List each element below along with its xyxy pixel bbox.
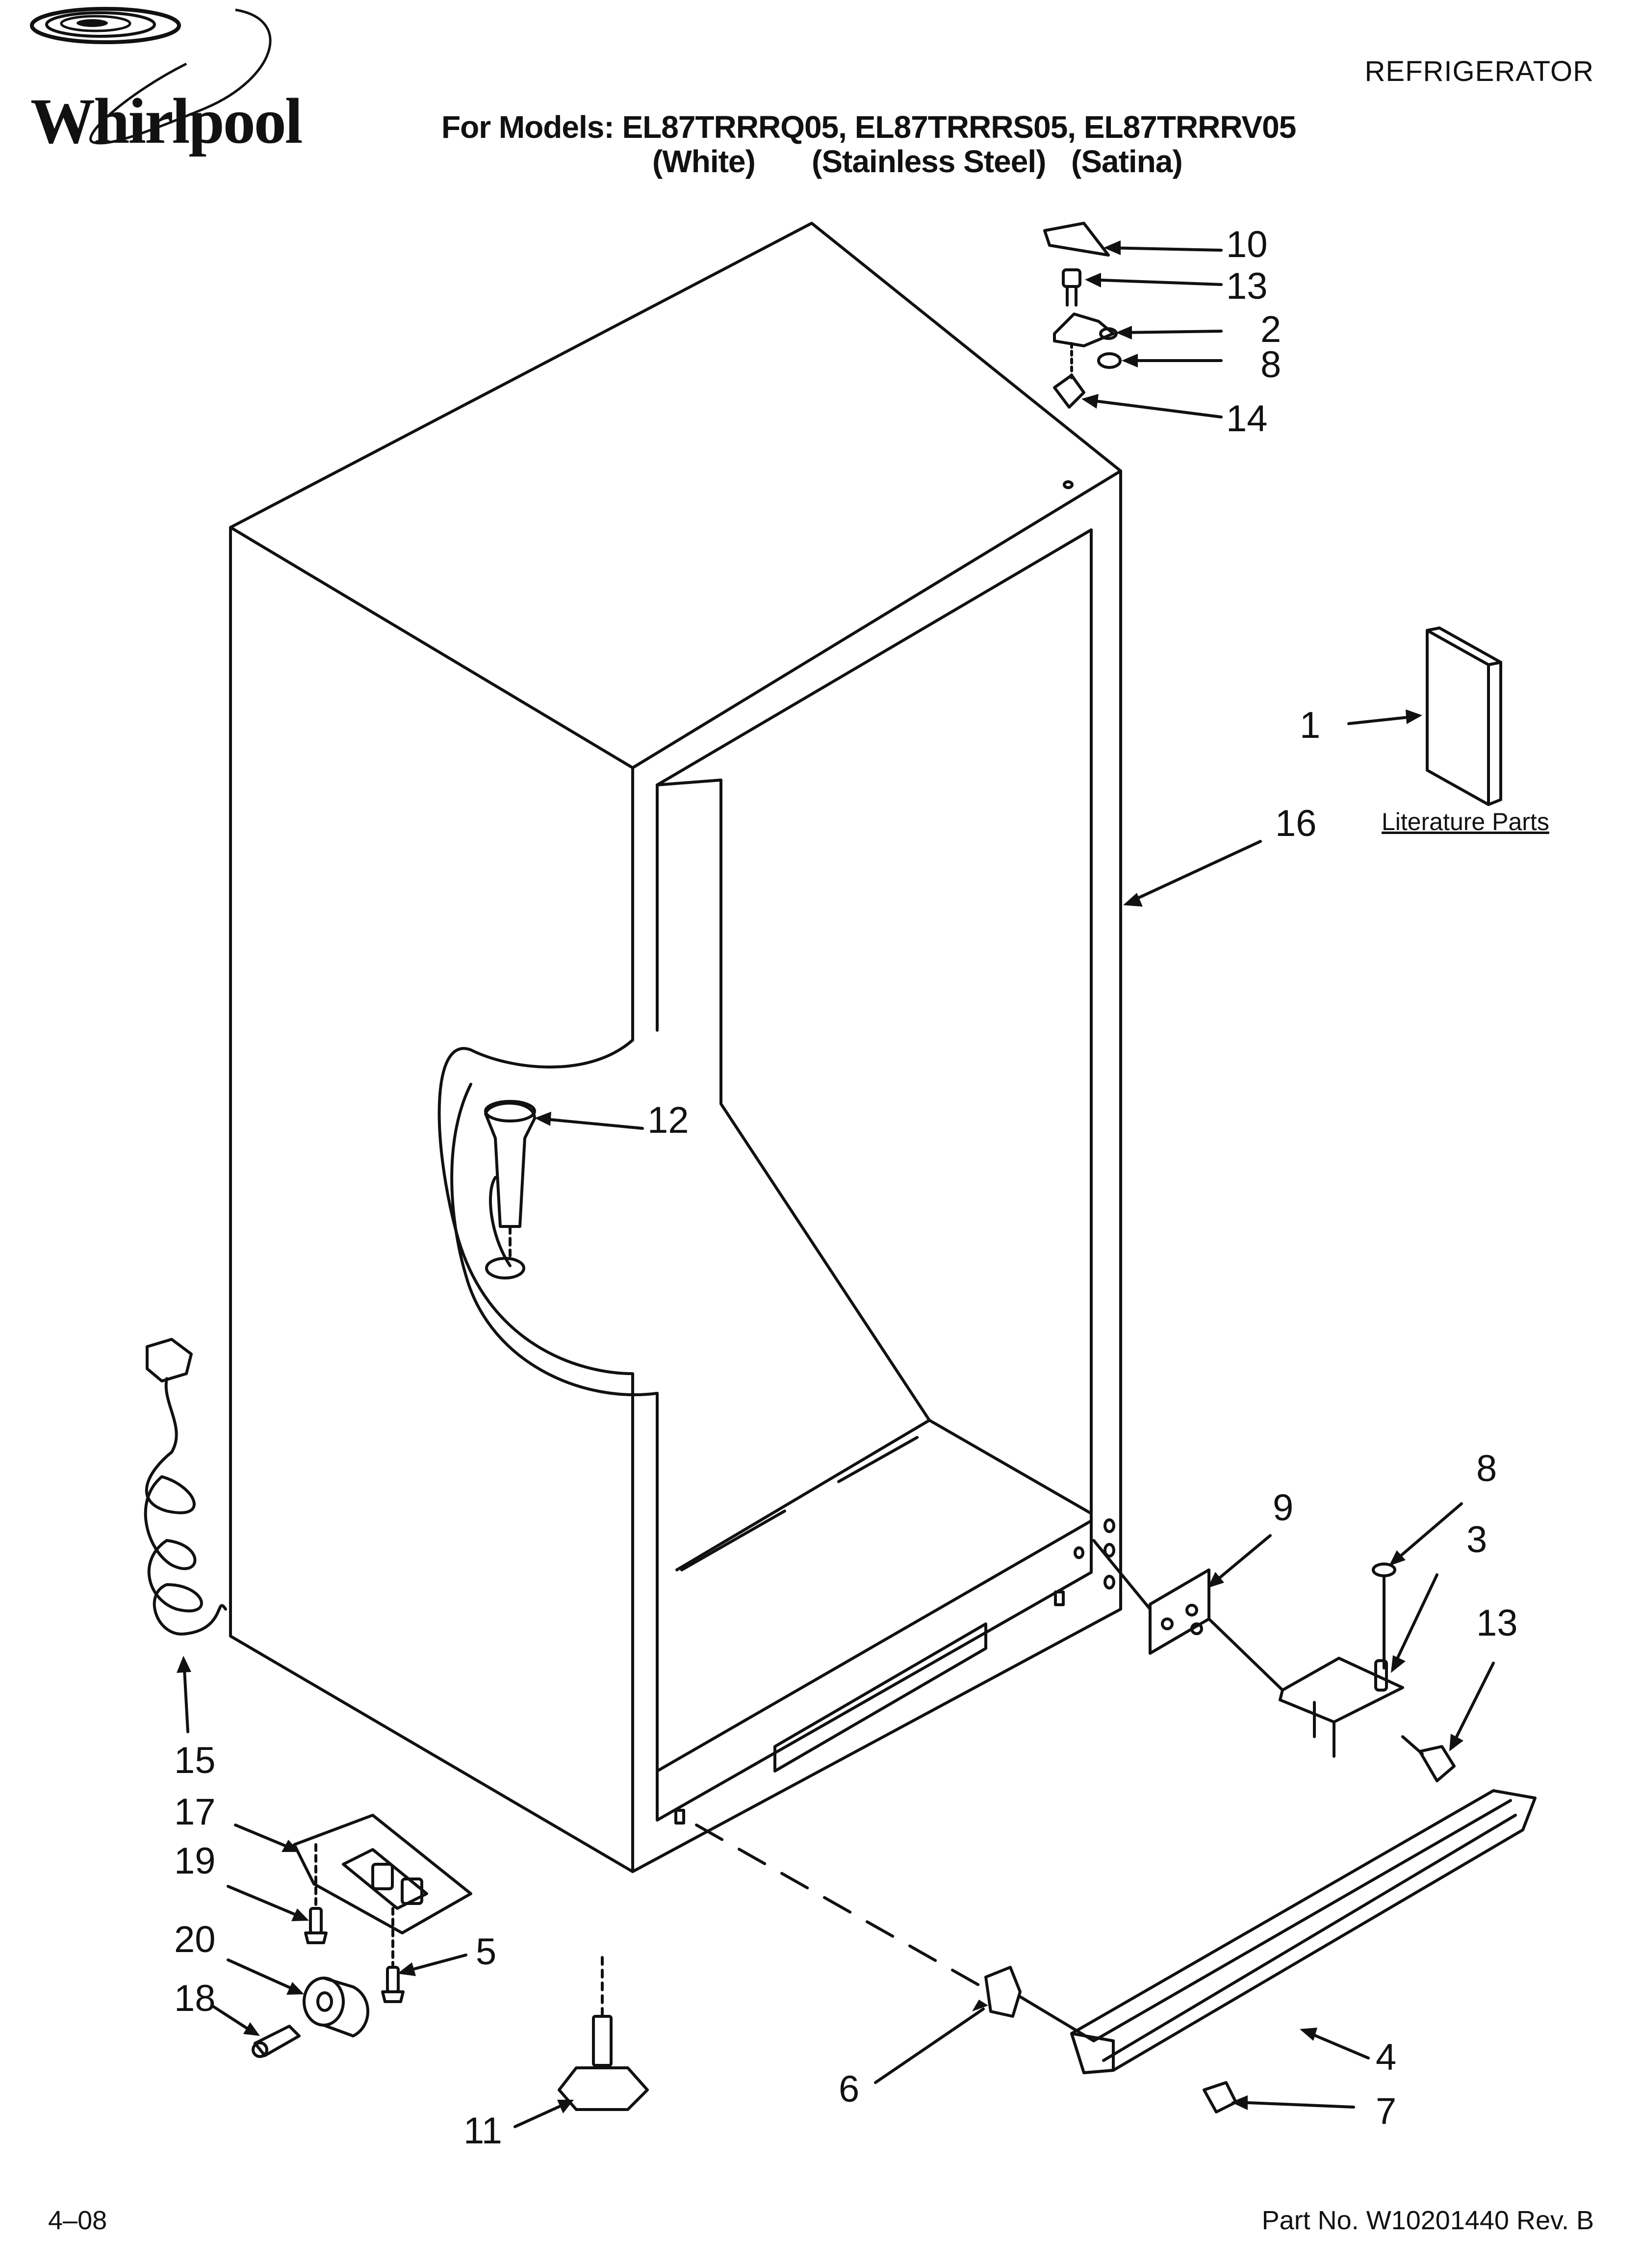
callout-18: 18 <box>174 1978 216 2019</box>
models-line: For Models: EL87TRRRQ05, EL87TRRRS05, EL… <box>441 109 1296 145</box>
callout-20: 20 <box>174 1919 216 1960</box>
callout-19: 19 <box>174 1840 216 1882</box>
callout-2: 2 <box>1260 309 1282 350</box>
variant-white: (White) <box>652 144 756 179</box>
callout-17: 17 <box>174 1791 216 1833</box>
callout-5: 5 <box>476 1931 497 1973</box>
variant-stainless: (Stainless Steel) <box>812 144 1046 179</box>
callout-12: 12 <box>647 1099 689 1141</box>
callout-15: 15 <box>174 1740 216 1781</box>
callout-6: 6 <box>839 2068 860 2110</box>
callout-8-top: 8 <box>1260 344 1282 386</box>
footer-part-number: Part No. W10201440 Rev. B <box>1261 2206 1594 2235</box>
callout-11: 11 <box>463 2110 502 2152</box>
callout-13-top: 13 <box>1226 265 1268 307</box>
callout-13-lower: 13 <box>1476 1602 1518 1644</box>
callout-10: 10 <box>1226 224 1268 265</box>
callout-4: 4 <box>1376 2036 1397 2078</box>
footer-date: 4–08 <box>48 2206 107 2235</box>
variant-satina: (Satina) <box>1071 144 1183 179</box>
brand-name: Whirlpool <box>30 85 303 157</box>
callout-8-lower: 8 <box>1476 1448 1497 1489</box>
whirlpool-logo <box>30 7 272 145</box>
callout-9: 9 <box>1273 1487 1294 1529</box>
callout-16: 16 <box>1275 803 1317 844</box>
literature-parts-label: Literature Parts <box>1382 808 1549 835</box>
callout-3: 3 <box>1466 1519 1488 1561</box>
category-label: REFRIGERATOR <box>1364 55 1594 87</box>
callout-14: 14 <box>1226 398 1268 440</box>
callout-1: 1 <box>1300 704 1321 746</box>
callout-7: 7 <box>1376 2090 1397 2132</box>
